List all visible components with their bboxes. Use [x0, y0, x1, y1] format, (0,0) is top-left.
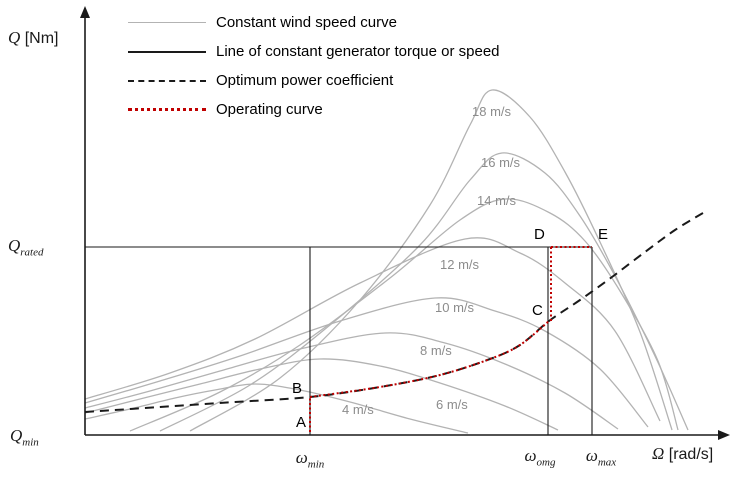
- wind-curve-path-18ms: [189, 89, 673, 432]
- legend-label: Line of constant generator torque or spe…: [216, 43, 500, 60]
- point-label-a: A: [296, 414, 307, 431]
- point-label-d: D: [534, 226, 545, 243]
- legend-label: Constant wind speed curve: [216, 14, 397, 31]
- red-dotted-line-sample-icon: [128, 108, 206, 111]
- x-axis-arrow-icon: [718, 430, 730, 440]
- wind-speed-label-10ms: 10 m/s: [435, 300, 475, 315]
- wind-speed-label-16ms: 16 m/s: [481, 155, 521, 170]
- legend-label: Operating curve: [216, 101, 323, 118]
- point-label-c: C: [532, 302, 543, 319]
- wind-speed-label-8ms: 8 m/s: [420, 343, 452, 358]
- x-axis-title: Ω [rad/s]: [652, 444, 714, 463]
- y-tick-q-rated: Qrated: [8, 236, 44, 259]
- x-tick-omega-max: ωmax: [585, 446, 617, 469]
- wind-speed-label-4ms: 4 m/s: [342, 402, 374, 417]
- y-axis-arrow-icon: [80, 6, 90, 18]
- gray-line-sample-icon: [128, 22, 206, 23]
- y-tick-q-min: Qmin: [10, 426, 39, 449]
- y-axis-title: Q [Nm]: [8, 28, 59, 47]
- wind-speed-label-12ms: 12 m/s: [440, 257, 480, 272]
- wind-curve-path-12ms: [84, 237, 661, 422]
- legend-item-constant-wind: Constant wind speed curve: [128, 8, 500, 37]
- wind-speed-label-14ms: 14 m/s: [477, 193, 517, 208]
- legend-item-optimum-cp: Optimum power coefficient: [128, 66, 500, 95]
- black-line-sample-icon: [128, 50, 206, 53]
- x-tick-omega-min: ωmin: [295, 448, 325, 471]
- wind-speed-label-18ms: 18 m/s: [472, 104, 512, 119]
- point-label-e: E: [598, 226, 609, 243]
- wind-speed-label-6ms: 6 m/s: [436, 397, 468, 412]
- operating-curve-segment-1: [309, 320, 550, 398]
- wind-curve-path-6ms: [84, 358, 559, 431]
- wind-curve-path-16ms: [159, 152, 689, 432]
- optimum-power-coefficient-curve: [84, 212, 704, 413]
- x-tick-omega-omg: ωomg: [524, 446, 556, 469]
- wind-curve-path-4ms: [84, 383, 469, 434]
- wind-curve-path-10ms: [84, 297, 649, 428]
- legend-item-constant-torque-speed: Line of constant generator torque or spe…: [128, 37, 500, 66]
- legend-item-operating-curve: Operating curve: [128, 95, 500, 124]
- legend-label: Optimum power coefficient: [216, 72, 394, 89]
- point-label-b: B: [292, 380, 303, 397]
- legend: Constant wind speed curve Line of consta…: [128, 8, 500, 124]
- dashed-line-sample-icon: [128, 79, 206, 82]
